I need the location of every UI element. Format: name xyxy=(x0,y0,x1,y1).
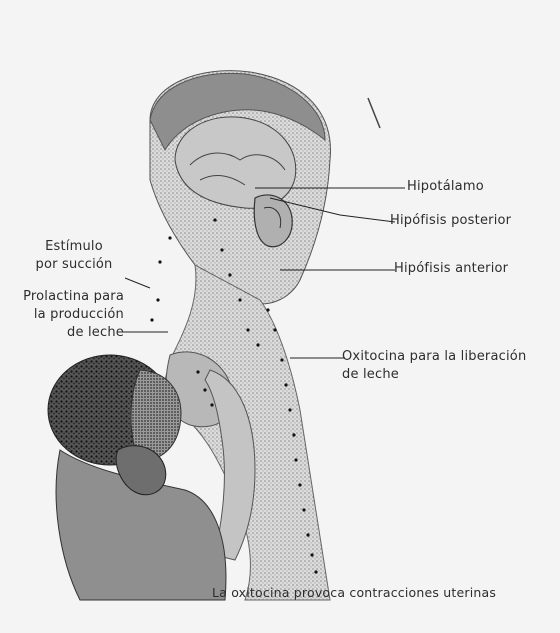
label-estimulo: Estímulo por succión xyxy=(18,238,130,274)
label-oxitocina-line1: Oxitocina para la liberación xyxy=(342,348,526,366)
label-hipofisis-posterior: Hipófisis posterior xyxy=(390,212,511,230)
label-oxitocina: Oxitocina para la liberación de leche xyxy=(342,348,526,384)
label-prolactina: Prolactina para la producción de leche xyxy=(8,288,124,342)
label-hipotalamo: Hipotálamo xyxy=(407,178,484,196)
label-contracciones: La oxitocina provoca contracciones uteri… xyxy=(212,584,496,602)
label-estimulo-line1: Estímulo xyxy=(18,238,130,256)
label-prolactina-line2: la producción xyxy=(8,306,124,324)
label-prolactina-line1: Prolactina para xyxy=(8,288,124,306)
label-prolactina-line3: de leche xyxy=(8,324,124,342)
label-hipofisis-anterior: Hipófisis anterior xyxy=(394,260,508,278)
label-oxitocina-line2: de leche xyxy=(342,366,526,384)
label-estimulo-line2: por succión xyxy=(18,256,130,274)
